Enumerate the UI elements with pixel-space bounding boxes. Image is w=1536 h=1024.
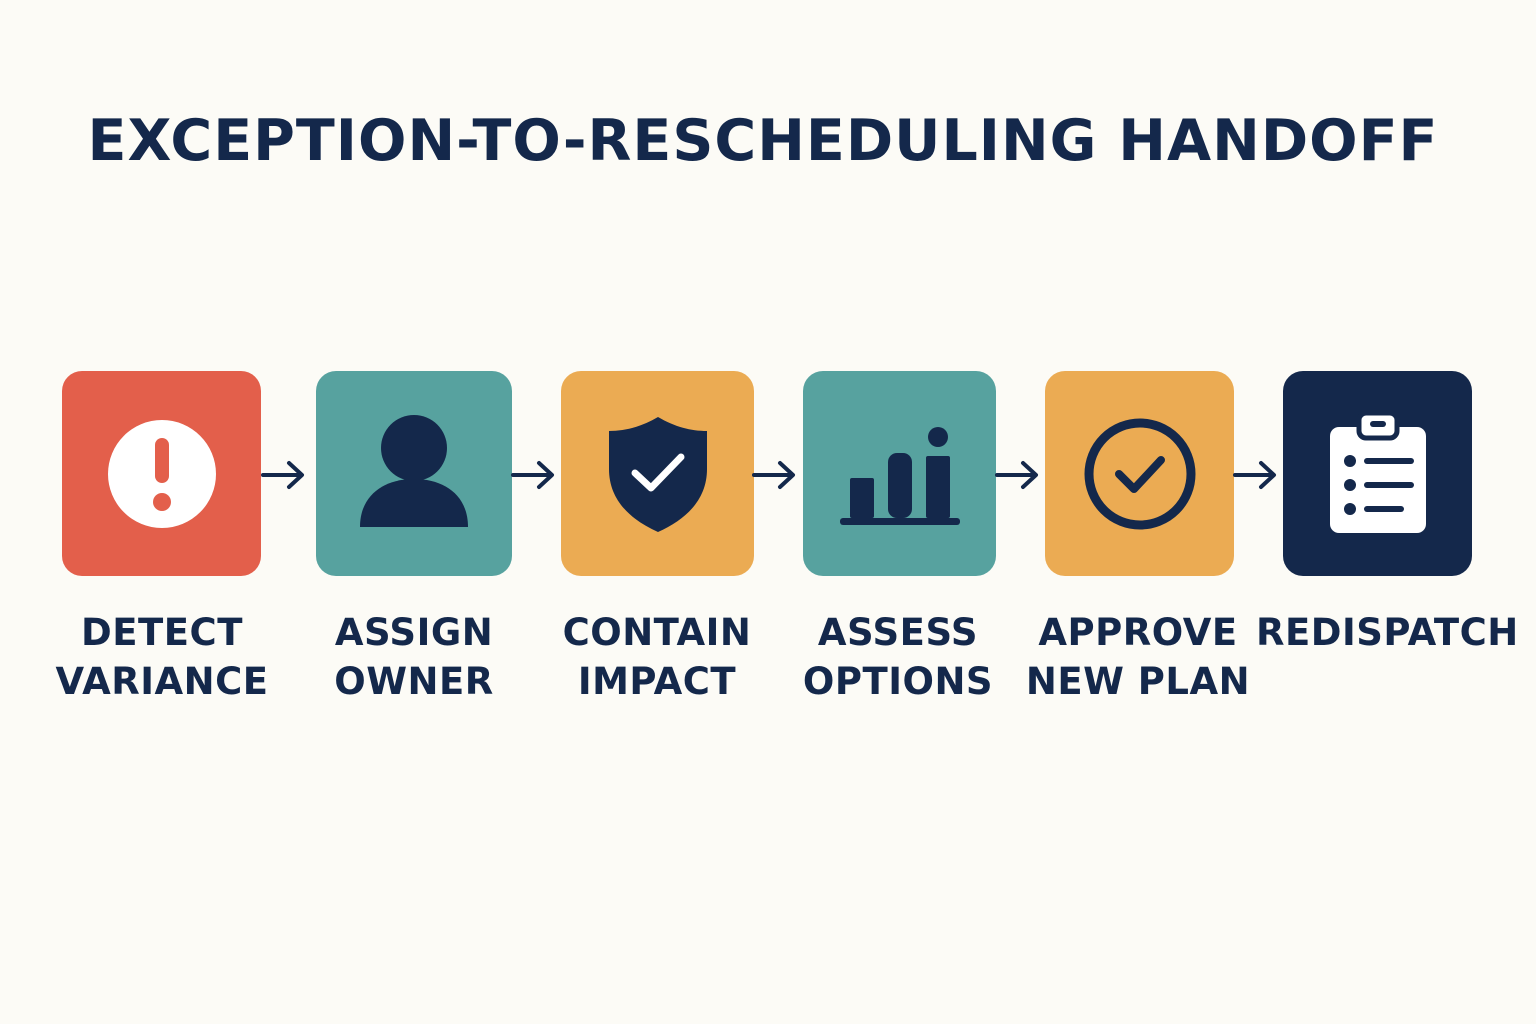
arrow-right-icon — [752, 461, 795, 489]
arrow-right-icon — [261, 461, 304, 489]
step-tile-contain-impact — [561, 371, 754, 576]
person-icon — [360, 414, 468, 527]
step-tile-assign-owner — [316, 371, 512, 576]
step-label-redispatch: REDISPATCH — [1256, 611, 1519, 654]
shield-check-icon — [608, 417, 707, 532]
arrow-right-icon — [995, 461, 1038, 489]
diagram-title: EXCEPTION-TO-RESCHEDULING HANDOFF — [87, 108, 1439, 174]
arrow-right-icon — [511, 461, 554, 489]
step-tile-redispatch — [1283, 371, 1472, 576]
arrow-right-icon — [1233, 461, 1276, 489]
step-label-approve-new-plan: APPROVE NEW PLAN — [1025, 611, 1251, 703]
step-tile-approve-new-plan — [1045, 371, 1234, 576]
step-tile-assess-options — [803, 371, 996, 576]
clipboard-list-icon — [1329, 410, 1426, 533]
step-label-detect-variance: DETECT VARIANCE — [55, 611, 269, 703]
check-circle-icon — [1084, 418, 1195, 529]
step-label-assess-options: ASSESS OPTIONS — [802, 611, 994, 703]
step-label-contain-impact: CONTAIN IMPACT — [562, 611, 752, 703]
bar-chart-icon — [839, 426, 960, 525]
step-label-assign-owner: ASSIGN OWNER — [334, 611, 494, 703]
exclamation-icon — [107, 419, 216, 528]
step-tile-detect-variance — [62, 371, 261, 576]
